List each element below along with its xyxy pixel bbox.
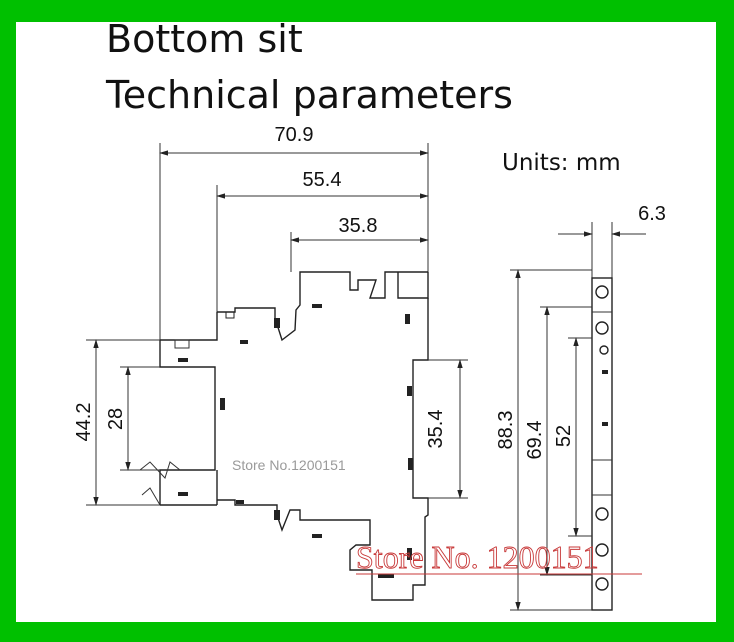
dim-inner-width: 35.8 [339, 215, 378, 237]
side-view-dimensions: 6.3 88.3 69.4 52 [495, 203, 666, 611]
units-label: Units: mm [502, 150, 621, 176]
dim-right-notch-height: 35.4 [425, 410, 447, 449]
dim-mid-width: 55.4 [303, 169, 342, 191]
title-line-2: Technical parameters [106, 73, 513, 117]
dim-side-height-total: 88.3 [495, 411, 517, 450]
dim-side-height-inner: 52 [553, 425, 575, 447]
dim-left-height-inner: 28 [105, 408, 127, 430]
store-watermark-large: Store No. 1200151 [356, 539, 599, 575]
store-watermark-small: Store No.1200151 [232, 457, 346, 473]
title-line-1: Bottom sit [106, 17, 303, 61]
front-view-dimensions: 70.9 55.4 35.8 44.2 28 35.4 [73, 124, 468, 506]
dim-side-height-mid: 69.4 [524, 421, 546, 460]
dim-left-height-outer: 44.2 [73, 403, 95, 442]
dim-side-thickness: 6.3 [638, 203, 666, 225]
side-view-outline [591, 222, 613, 611]
dim-overall-width: 70.9 [275, 124, 314, 146]
front-view-outline [139, 143, 429, 601]
